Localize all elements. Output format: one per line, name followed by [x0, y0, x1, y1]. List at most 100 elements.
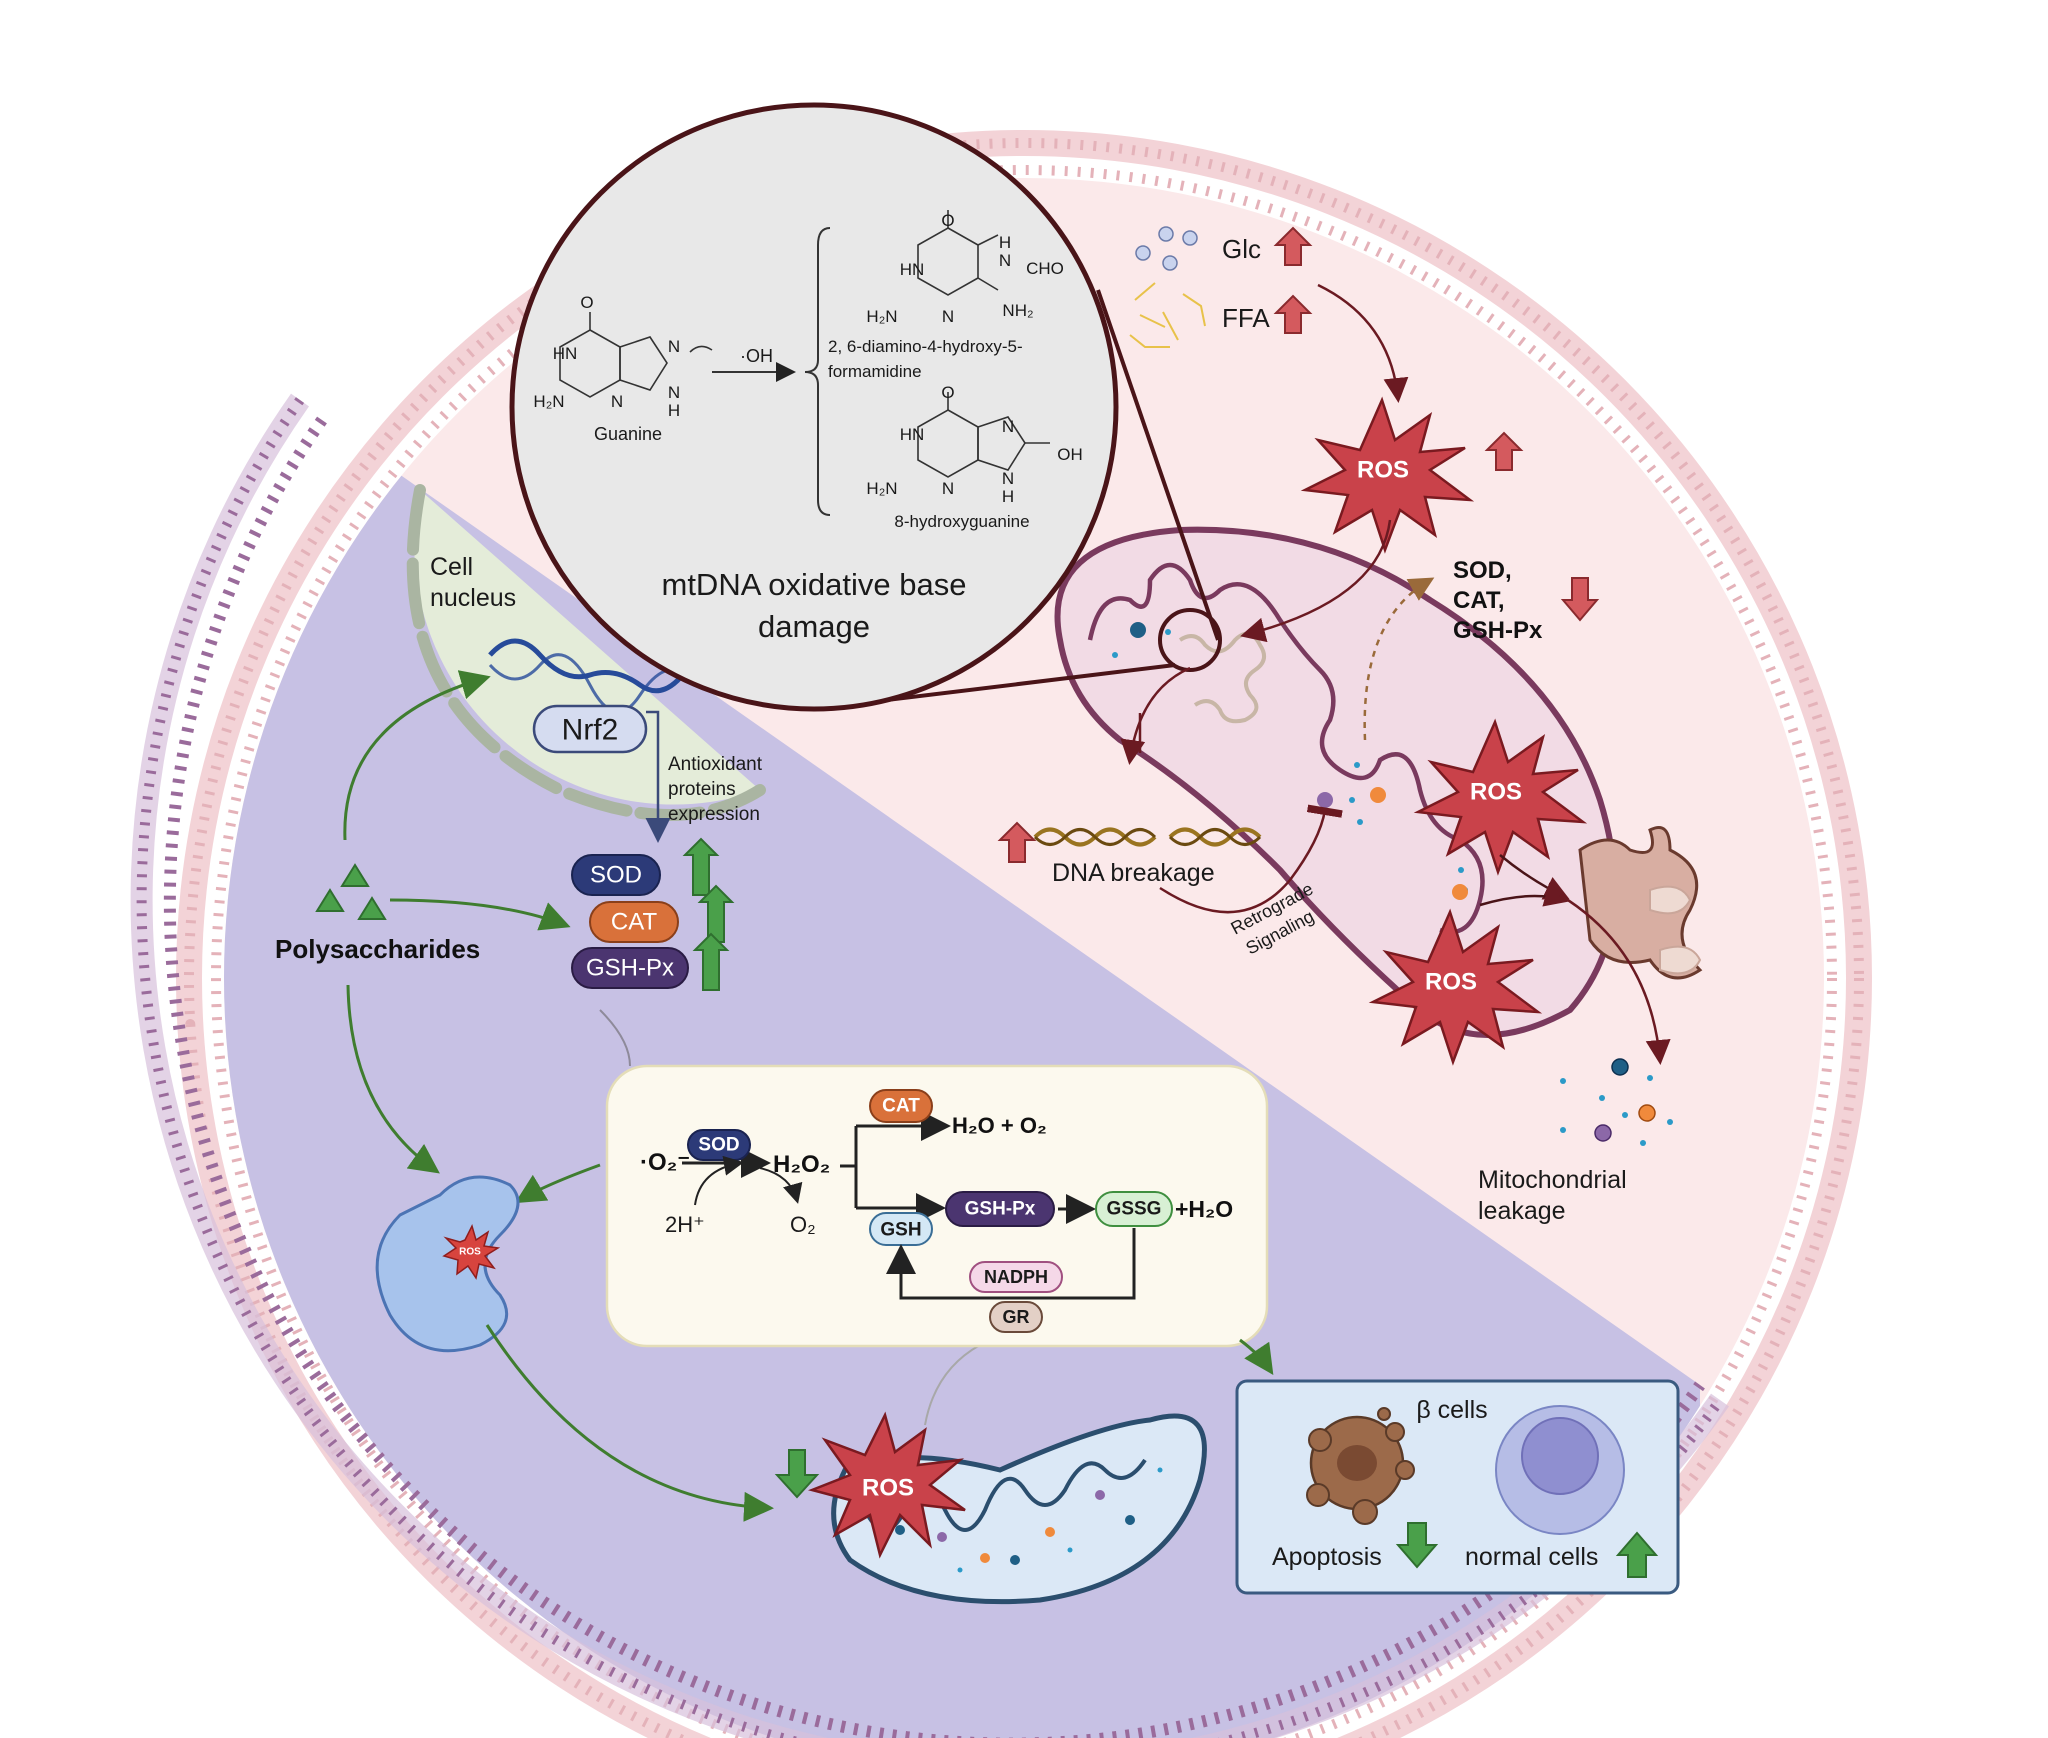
- ros-burst-mid-icon: [1413, 718, 1588, 876]
- reaction-sod-label: SOD: [698, 1135, 739, 1156]
- matrix-particle: [1130, 622, 1146, 638]
- ros-small-burst-icon: [442, 1223, 501, 1280]
- guanine-o: O: [580, 293, 593, 312]
- matrix-particle: [1452, 884, 1468, 900]
- polysaccharide-triangle-icon: [340, 863, 370, 887]
- o2-label: O₂: [790, 1212, 816, 1237]
- matrix-particle: [1317, 792, 1333, 808]
- arrow-to-protein: [346, 984, 440, 1174]
- fapy-h: H: [999, 233, 1011, 252]
- leaking-content-icon: [1649, 885, 1702, 975]
- ros-down-arrow-icon: [774, 1449, 820, 1499]
- normal-cells-label: normal cells: [1465, 1543, 1598, 1571]
- inset-title-line2: damage: [758, 609, 870, 644]
- ros-small-label: ROS: [459, 1247, 481, 1258]
- arrow-to-nucleus: [343, 670, 491, 841]
- zoom-inset-circle: [509, 102, 1119, 712]
- leaked-particle: [1594, 1124, 1612, 1142]
- mtdna-tangle-icon: [1178, 631, 1266, 724]
- glucose-molecule-icon: [1158, 226, 1174, 242]
- nrf2-pill: [532, 704, 648, 754]
- fapy-name-line2: formamidine: [828, 362, 922, 381]
- guanine-label: Guanine: [594, 424, 662, 444]
- enzymes-down-stress: SOD, CAT, GSH-Px: [1363, 557, 1600, 741]
- oxog-o: O: [941, 383, 954, 402]
- fapy-structure: [917, 210, 999, 296]
- beta-cells-panel: β cells Apoptosis normal cells: [1235, 1379, 1680, 1595]
- dashed-enzyme-arrow: [1363, 577, 1435, 741]
- fapy-o: O: [941, 211, 954, 230]
- gshpx-label: GSH-Px: [586, 955, 674, 982]
- connector-box-to-mito: [924, 1344, 981, 1426]
- fapy-n5: N: [999, 251, 1011, 270]
- nucleus-label-line2: nucleus: [430, 584, 516, 612]
- glc-label: Glc: [1222, 234, 1261, 264]
- expression-line2: proteins: [668, 779, 736, 800]
- inset-title-line1: mtDNA oxidative base: [662, 567, 967, 602]
- nadph-pill: [969, 1261, 1063, 1293]
- matrix-ion: [1112, 652, 1118, 658]
- membrane-dots-protected-outer: [136, 397, 1725, 1738]
- glucose-molecule-icon: [1162, 255, 1178, 271]
- ros-to-rupture-arrow-2: [1479, 882, 1570, 907]
- normal-cells-up-arrow-icon: [1615, 1531, 1659, 1578]
- apoptosis-down-arrow-icon: [1395, 1522, 1439, 1569]
- gr-pill: [989, 1301, 1043, 1333]
- matrix-particle: [895, 1525, 905, 1535]
- matrix-ion: [1157, 1467, 1163, 1473]
- mitochondrion-stressed: [1054, 526, 1703, 1038]
- ros-stress: ROS ROS ROS: [1240, 396, 1671, 1066]
- gshpx-pill: [571, 947, 689, 989]
- oxog-h2n: H₂N: [866, 479, 897, 498]
- mitochondrion-protected: ROS: [774, 1344, 1207, 1605]
- guanine-h: H: [668, 401, 680, 420]
- sod-label: SOD: [590, 862, 642, 889]
- zoom-connector-upper: [1096, 289, 1220, 641]
- guanine-hn: HN: [553, 344, 578, 363]
- nadph-label: NADPH: [984, 1267, 1048, 1287]
- expression-line3: expression: [668, 804, 760, 825]
- fapy-cho: CHO: [1026, 259, 1064, 278]
- mtdna-to-breakage-arrow: [1120, 666, 1191, 765]
- fapy-n: N: [942, 307, 954, 326]
- sod-pill: [571, 854, 661, 896]
- product-brace: [804, 227, 831, 516]
- dna-breakage-up-arrow-icon: [997, 821, 1037, 863]
- arrow-to-bottom-mito: [485, 1324, 774, 1522]
- membrane-protected: [130, 393, 1729, 1738]
- cat-pill: [589, 901, 679, 943]
- leaked-particle: [1638, 1104, 1656, 1122]
- protons-label: 2H⁺: [665, 1212, 705, 1237]
- oxog-h: H: [1002, 487, 1014, 506]
- gsh-label: GSH: [880, 1220, 921, 1241]
- guanine-n7: N: [668, 337, 680, 356]
- ros-bottom-stress-label: ROS: [1425, 969, 1477, 996]
- leakage-label-line2: leakage: [1478, 1197, 1566, 1225]
- ros-burst-top-icon: [1300, 396, 1475, 554]
- matrix-particle: [1370, 787, 1386, 803]
- fatty-acid-chains-icon: [1129, 282, 1206, 348]
- guanine-n9: N: [668, 383, 680, 402]
- mito-outer-membrane: [831, 1413, 1207, 1605]
- nucleus-fill: [414, 490, 760, 805]
- stress-enzyme-gshpx: GSH-Px: [1453, 617, 1543, 644]
- antioxidant-reaction-box: ·O₂⁻ SOD H₂O₂ 2H⁺ O₂ CAT H₂O + O₂ GSH GS…: [605, 1064, 1274, 1375]
- gr-recycle-arrow: [886, 1228, 1136, 1300]
- oxog-hn: HN: [900, 425, 925, 444]
- ffa-label: FFA: [1222, 303, 1270, 333]
- connector-enzymes-to-box: [599, 1009, 631, 1067]
- reaction-gshpx-pill: [945, 1191, 1055, 1227]
- apoptotic-cell-icon: [1306, 1407, 1415, 1525]
- oxog-n9: N: [1002, 469, 1014, 488]
- stress-enzyme-cat: CAT,: [1453, 587, 1505, 614]
- arrow-to-enzymes: [389, 898, 571, 931]
- oxog-oh: OH: [1057, 445, 1083, 464]
- leaked-ion: [1560, 1127, 1566, 1133]
- matrix-particle: [1125, 1515, 1135, 1525]
- polysaccharide-triangle-icon: [315, 888, 345, 912]
- protein-blob-icon: [375, 1175, 520, 1353]
- hydroxyl-radical-label: ·OH: [740, 346, 773, 366]
- glucose-molecule-icon: [1135, 245, 1151, 261]
- gssg-label: GSSG: [1107, 1199, 1162, 1220]
